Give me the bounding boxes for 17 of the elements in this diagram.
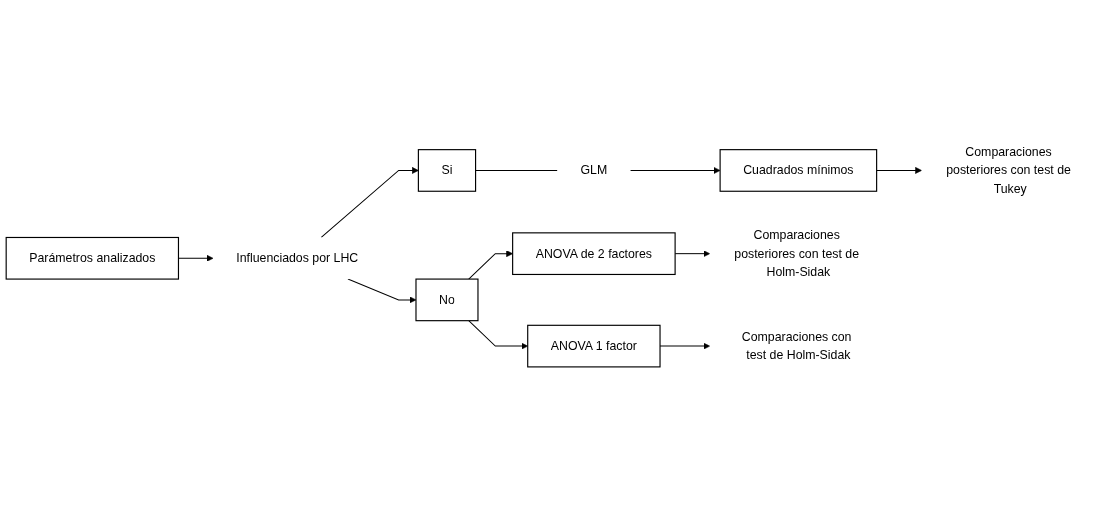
node-box: No (415, 278, 479, 322)
arrow (629, 167, 721, 175)
arrow (468, 250, 513, 280)
node-text: Comparaciones posteriores con test de Tukey (946, 145, 1071, 196)
node-box: Parámetros analizados (5, 237, 180, 280)
node-text: Comparaciones con test de Holm-Sidak (741, 330, 852, 362)
arrow (876, 167, 922, 175)
node-box: Cuadrados mínimos (719, 149, 878, 193)
node-box: ANOVA de 2 factores (512, 232, 676, 276)
node-text: Comparaciones posteriores con test de Holm-Sidak (734, 228, 860, 279)
node-text: GLM (580, 163, 608, 177)
node-text: Influenciados por LHC (236, 251, 359, 265)
arrow (320, 167, 419, 239)
node-box: Si (417, 149, 477, 193)
node-box: ANOVA 1 factor (527, 325, 661, 368)
arrow (468, 320, 528, 350)
connector (475, 170, 558, 172)
